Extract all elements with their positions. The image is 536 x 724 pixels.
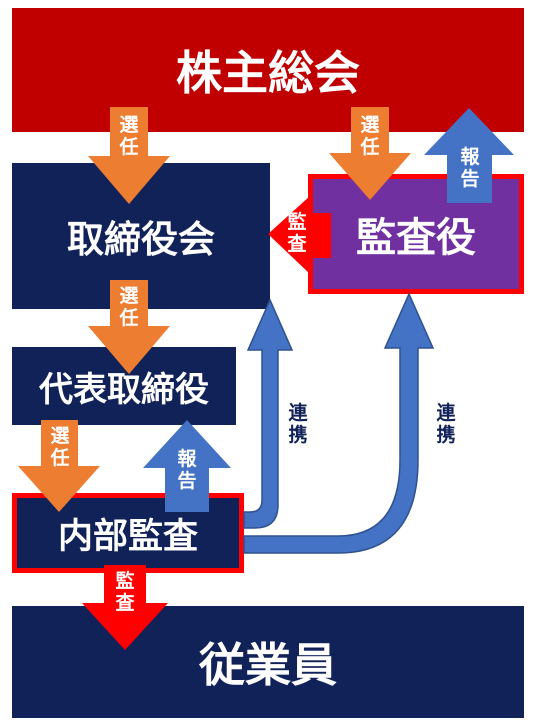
employees-label: 従業員 — [199, 638, 337, 692]
auditor-box: 監査役 — [308, 174, 524, 294]
internal-audit-label: 内部監査 — [57, 516, 198, 557]
report-arrow-ceo — [143, 420, 231, 512]
elect-label-internal-audit: 選任 — [50, 425, 70, 470]
elect-arrow-auditor — [329, 107, 411, 200]
audit-arrow-employees — [82, 565, 168, 650]
shareholders-meeting-label: 株主総会 — [176, 46, 360, 100]
report-arrow-auditor — [424, 108, 514, 203]
audit-label-board: 監査 — [287, 211, 307, 256]
elect-label-board: 選任 — [119, 114, 139, 159]
report-label-auditor: 報告 — [460, 146, 480, 191]
coordinate-arrow-auditor — [243, 292, 435, 554]
representative-director-label: 代表取締役 — [39, 369, 209, 410]
elect-arrow-internal-audit — [18, 420, 100, 512]
audit-label-employees: 監査 — [115, 570, 135, 615]
coordinate-label-board: 連携 — [288, 402, 308, 447]
shareholders-meeting-box: 株主総会 — [12, 8, 524, 132]
elect-label-ceo: 選任 — [119, 285, 139, 330]
coordinate-label-auditor: 連携 — [436, 402, 456, 447]
elect-arrow-board — [88, 107, 170, 204]
coordinate-arrow-board — [243, 298, 294, 529]
auditor-label: 監査役 — [356, 215, 476, 261]
elect-label-auditor: 選任 — [360, 114, 380, 159]
elect-arrow-ceo — [88, 280, 170, 374]
board-of-directors-label: 取締役会 — [67, 218, 215, 261]
employees-box: 従業員 — [12, 606, 524, 718]
report-label-ceo: 報告 — [177, 448, 197, 493]
audit-arrow-board — [268, 196, 331, 274]
